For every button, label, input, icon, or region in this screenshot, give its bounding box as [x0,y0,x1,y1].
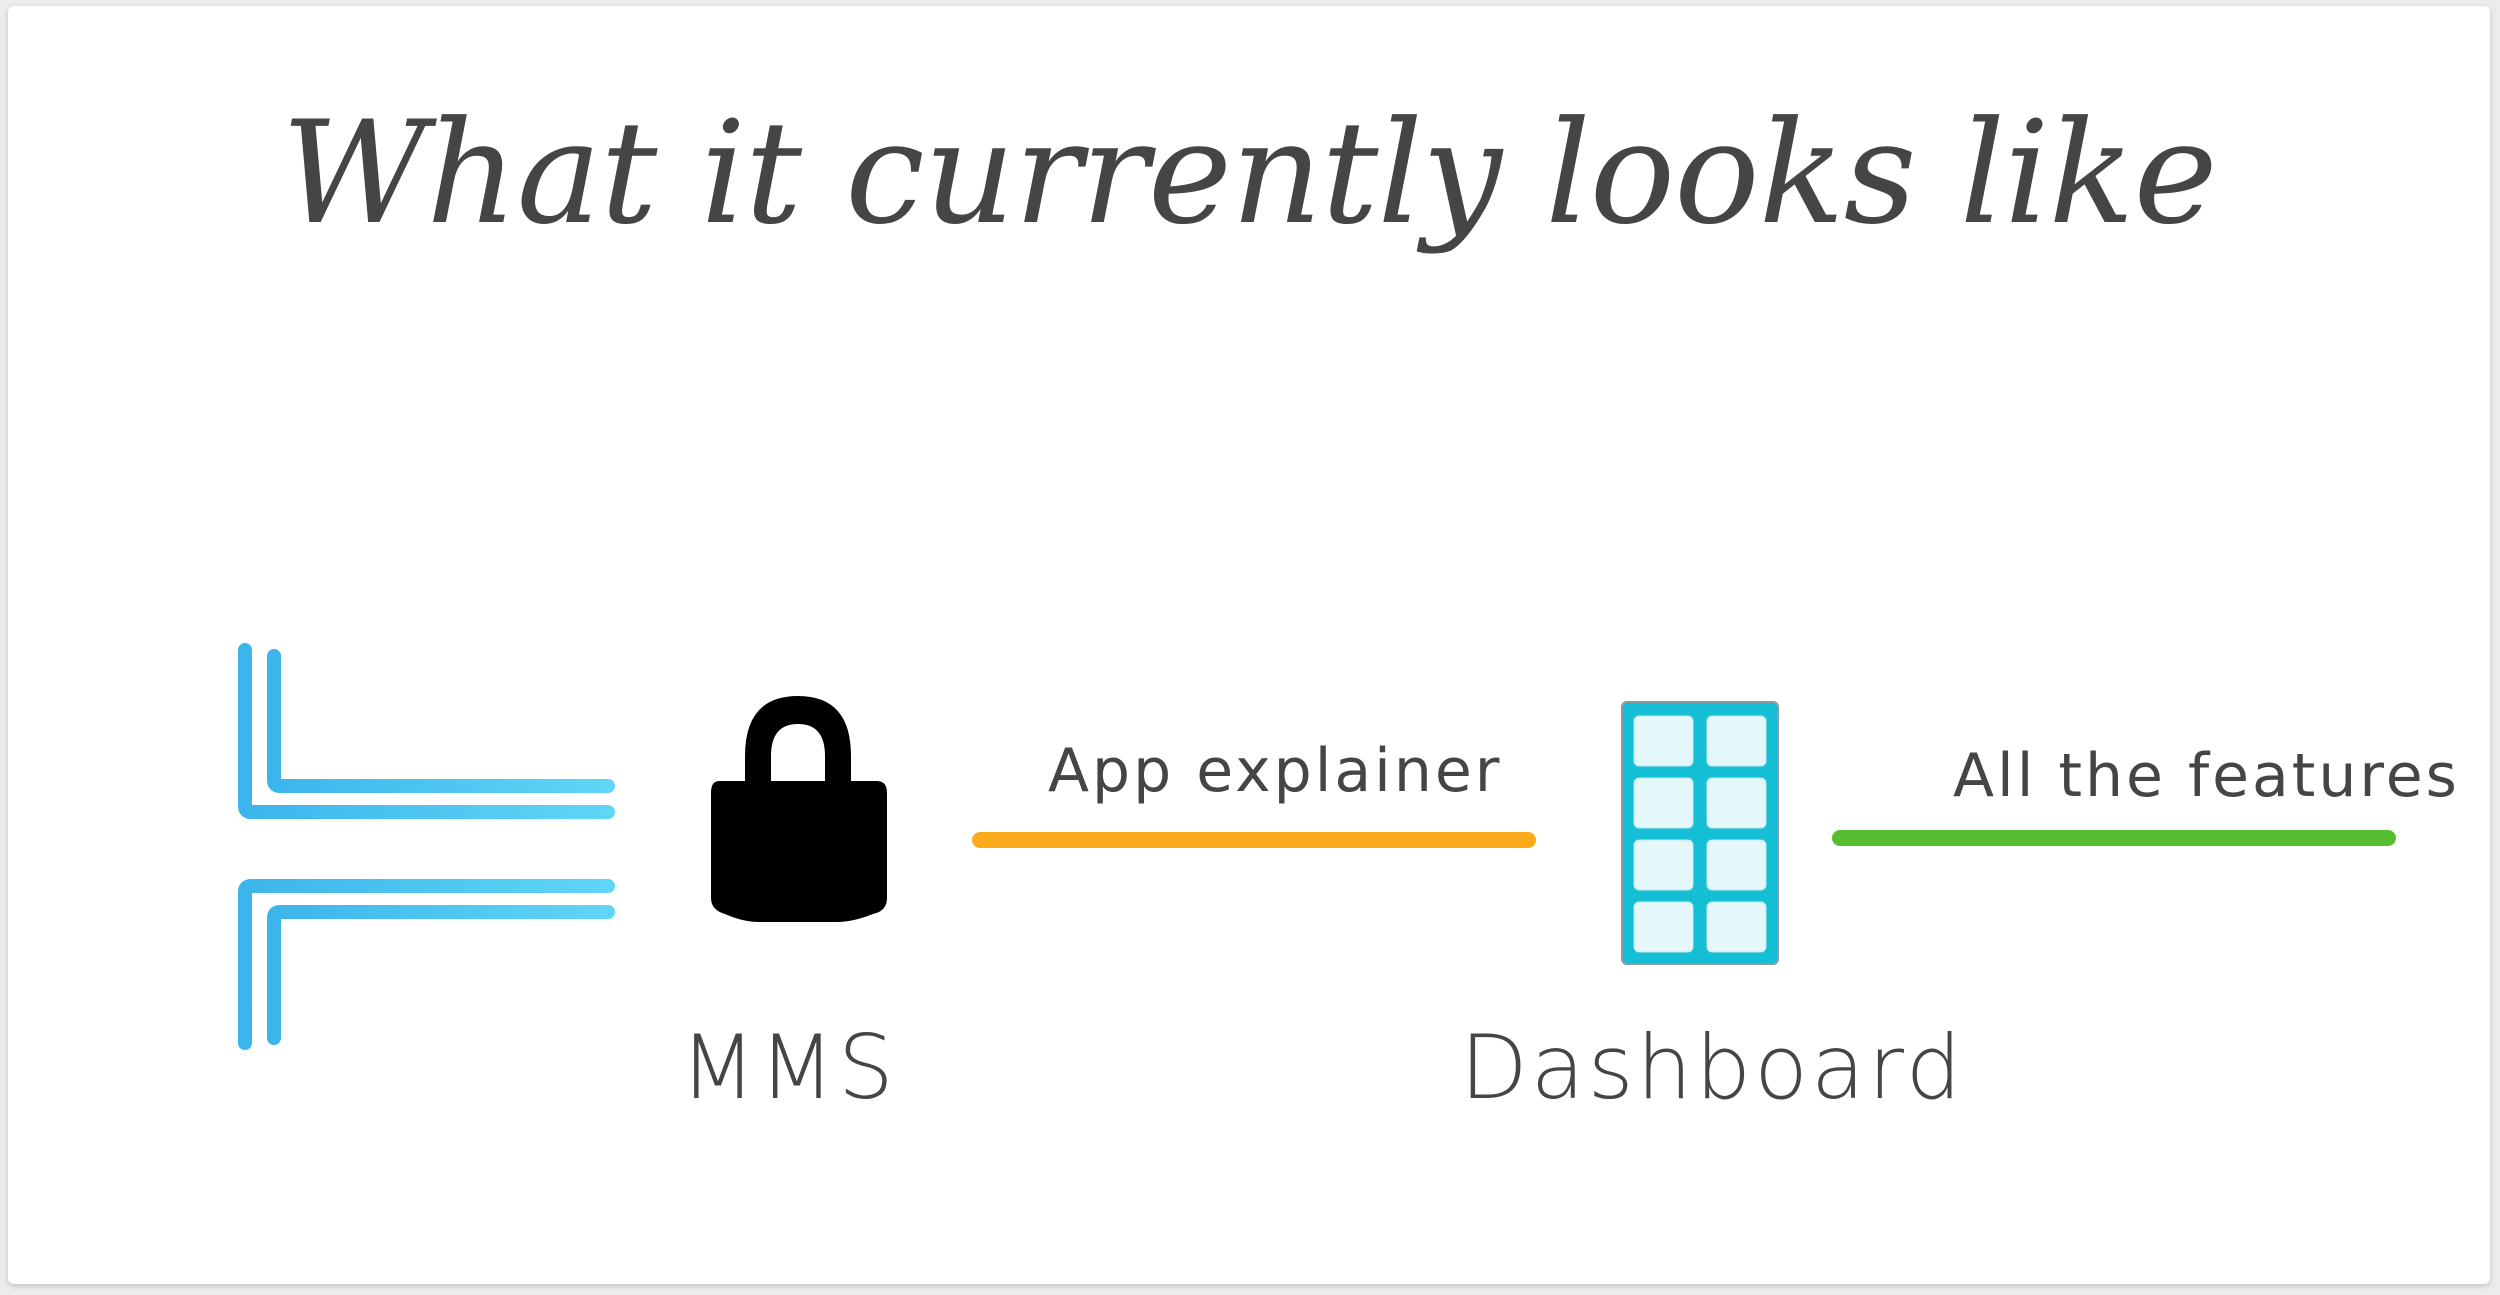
slide: What it currently looks like App expla [8,6,2490,1284]
slide-title: What it currently looks like [281,91,2217,256]
dashboard-label: Dashboard [1460,1016,1965,1119]
app-explainer-connector [972,832,1536,848]
app-explainer-label: App explainer [1048,736,1503,806]
all-features-connector [1832,830,2396,846]
mms-label: MMS [680,1016,897,1119]
all-features-label: All the features [1953,741,2460,811]
lock-icon [711,696,887,922]
blue-lines-logo-icon [64,643,615,1050]
dashboard-grid-icon [1621,701,1779,965]
